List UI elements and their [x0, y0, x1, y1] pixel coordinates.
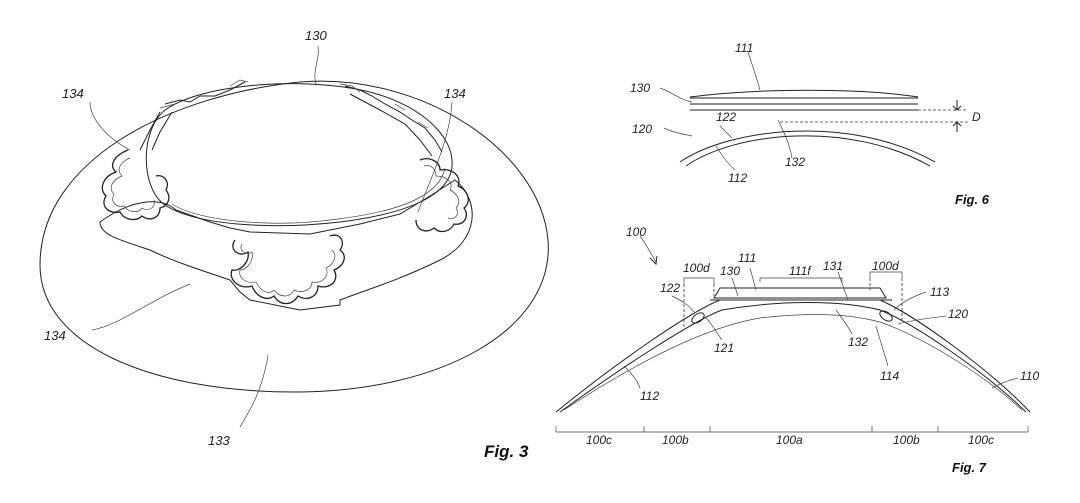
fig7-leader-120 — [897, 315, 947, 325]
fig3-leader-134-bottom — [91, 283, 191, 331]
fig3-strut-right — [344, 85, 443, 157]
fig7-seal-left — [691, 312, 705, 324]
fig7-caption: Fig. 7 — [952, 460, 987, 475]
fig7-label-100d-left: 100d — [683, 261, 710, 275]
fig3-leader-134-right — [417, 101, 453, 213]
fig7-drawing — [555, 235, 1031, 433]
fig3-leader-130 — [314, 45, 319, 85]
fig7-leader-132 — [835, 309, 853, 335]
fig7-label-114: 114 — [880, 369, 899, 383]
fig7-leader-113 — [893, 291, 927, 311]
fig7-seal-right — [879, 310, 893, 322]
fig6-label-122: 122 — [716, 110, 736, 124]
fig7-label-121: 121 — [714, 341, 734, 355]
fig3-bottom-tab-inner — [239, 243, 336, 297]
fig3-disc-rim — [171, 167, 446, 224]
fig7-leader-111 — [749, 267, 757, 291]
fig7-zone-label-4: 100b — [893, 433, 920, 447]
fig7-label-122: 122 — [660, 281, 680, 295]
fig6-label-130: 130 — [630, 81, 650, 95]
fig7-label-111: 111 — [738, 251, 756, 265]
fig7-label-130: 130 — [720, 264, 740, 278]
fig3-label-134-bottom: 134 — [44, 328, 66, 343]
fig3-outer-ring — [39, 80, 549, 393]
fig7-label-111f: 111f — [789, 264, 812, 278]
fig3-label-133: 133 — [208, 433, 230, 448]
fig7-optic — [713, 287, 887, 299]
fig6-label-D: D — [972, 110, 981, 124]
fig7-bracket-100d-left — [683, 277, 715, 284]
fig6-leader-112 — [715, 145, 736, 171]
fig7-leader-110 — [991, 377, 1019, 389]
fig7-leader-114 — [875, 325, 889, 367]
fig7-lens-inner — [559, 302, 1027, 413]
fig6-label-112: 112 — [728, 171, 747, 185]
fig6-cornea-outer — [679, 130, 936, 163]
fig3-strut-left — [139, 81, 246, 151]
fig7-zone-label-2: 100b — [662, 433, 689, 447]
fig3-left-tab — [101, 149, 170, 221]
fig6-label-132: 132 — [785, 155, 805, 169]
fig3-drawing — [39, 45, 549, 428]
fig6-optic-top — [689, 89, 919, 98]
fig7-label-131: 131 — [823, 259, 843, 273]
fig7-leader-131 — [837, 271, 849, 301]
fig6-leader-130 — [659, 87, 693, 103]
fig7-bracket-111f — [759, 277, 843, 282]
fig3-caption: Fig. 3 — [484, 442, 529, 461]
fig7-arrowhead-100 — [649, 255, 658, 266]
fig6-drawing — [659, 51, 968, 171]
fig3-bottom-tab — [230, 234, 345, 305]
fig3-left-tab-inner — [110, 157, 155, 212]
fig6-leader-122 — [719, 125, 733, 139]
fig7-label-100: 100 — [626, 225, 646, 239]
fig7-zone-label-5: 100c — [968, 433, 994, 447]
fig7-leader-121 — [705, 317, 723, 341]
fig7-bracket-100d-right — [869, 271, 903, 278]
fig6-dim-arrow — [952, 100, 962, 132]
fig7-leader-112 — [623, 365, 641, 389]
fig3-strut-detail — [159, 79, 429, 129]
fig7-leader-100 — [639, 235, 657, 263]
fig3-right-tab — [415, 158, 469, 233]
fig6-leader-120 — [663, 127, 693, 137]
fig6-label-120: 120 — [632, 122, 652, 136]
fig3-right-tab-inner — [423, 165, 460, 219]
fig3-label-134-left: 134 — [62, 86, 84, 101]
fig3-haptic-plate — [99, 179, 473, 311]
fig3-leader-133 — [239, 354, 269, 428]
fig6-leader-111 — [747, 51, 761, 91]
fig7-leader-130 — [731, 277, 739, 297]
fig7-lens-back — [563, 314, 1023, 411]
fig6-label-111: 111 — [735, 41, 753, 55]
fig3-label-130: 130 — [305, 28, 327, 43]
fig7-leader-122 — [671, 295, 695, 313]
fig7-zone-brackets — [555, 426, 1029, 433]
fig6-leader-132 — [777, 119, 793, 159]
fig7-dash-right — [869, 278, 903, 320]
fig7-dash-left — [683, 284, 715, 330]
fig7-label-112: 112 — [640, 389, 659, 403]
fig7-label-113: 113 — [930, 285, 949, 299]
fig7-label-120: 120 — [948, 307, 968, 321]
fig7-label-110: 110 — [1020, 369, 1039, 383]
fig3-label-134-right: 134 — [444, 86, 466, 101]
fig7-label-132: 132 — [848, 335, 868, 349]
fig7-zone-label-3: 100a — [776, 433, 803, 447]
fig6-cornea-inner — [685, 135, 931, 167]
fig3-leader-134-left — [89, 101, 131, 151]
fig6-caption: Fig. 6 — [955, 192, 990, 207]
fig7-label-100d-right: 100d — [872, 259, 899, 273]
fig7-zone-label-1: 100c — [586, 433, 612, 447]
